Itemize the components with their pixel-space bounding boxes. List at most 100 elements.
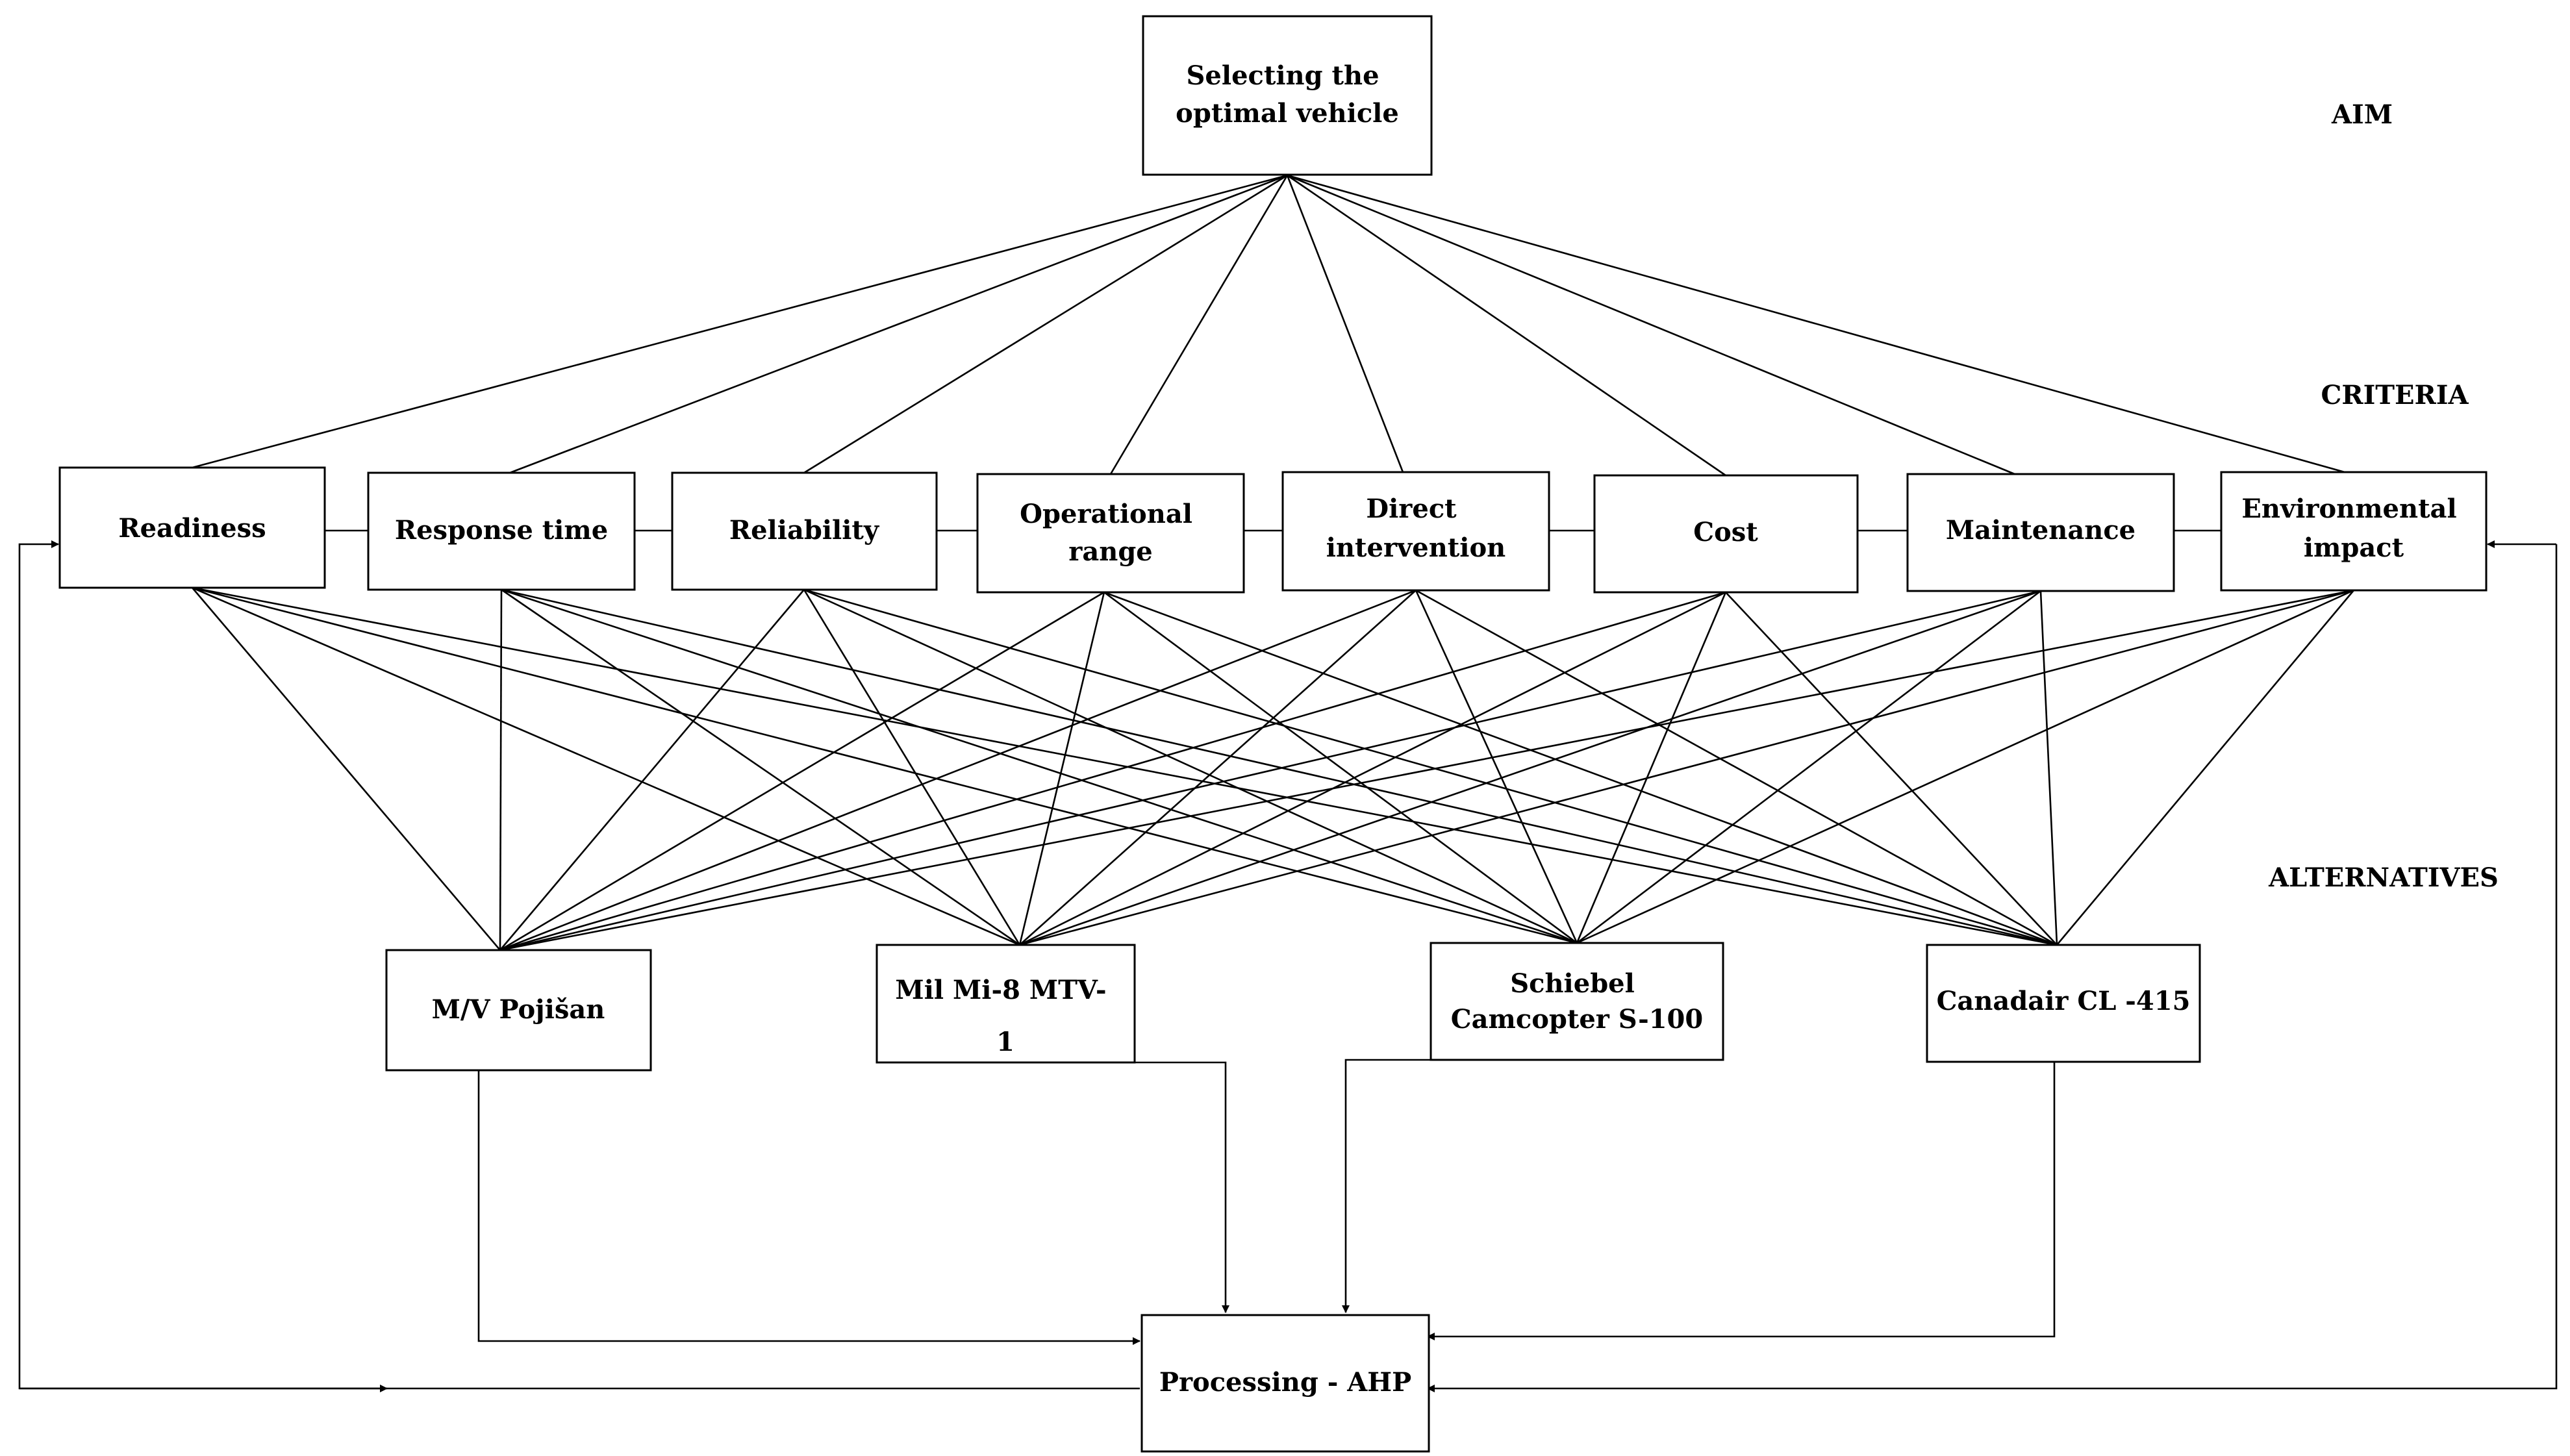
level-label-alternatives: ALTERNATIVES xyxy=(2268,862,2499,893)
criterion-4-alternative-1-line xyxy=(499,591,1105,951)
goal-criterion-line-8 xyxy=(1287,174,2345,473)
criterion-5-alternative-4-line xyxy=(1415,589,2058,946)
goal-criterion-line-5 xyxy=(1286,175,1404,473)
svg-text:Canadair CL -415: Canadair CL -415 xyxy=(1937,986,2191,1016)
alternative-label: Canadair CL -415 xyxy=(1937,986,2191,1016)
svg-text:Response time: Response time xyxy=(395,515,608,546)
criterion-direct-intervention: Direct intervention xyxy=(1281,471,1550,592)
alternative-label-line-2: Camcopter S-100 xyxy=(1451,1004,1703,1035)
criterion-2-alternative-1-line xyxy=(499,589,503,951)
svg-text:M/V Pojišan: M/V Pojišan xyxy=(432,994,605,1025)
criterion-label: Maintenance xyxy=(1946,515,2135,546)
criterion-2-alternative-3-line xyxy=(501,588,1578,944)
criterion-7-alternative-2-line xyxy=(1019,590,2041,946)
criteria-nodes: Readiness Response time Reliability Oper… xyxy=(58,466,2488,594)
criterion-3-alternative-4-line xyxy=(803,588,2058,946)
alternative-label-line-1: Mil Mi-8 MTV- xyxy=(895,975,1106,1005)
criterion-2-alternative-4-line xyxy=(501,588,2058,946)
feedback-arrow-right xyxy=(1427,544,2558,1392)
alternative-mi8: Mil Mi-8 MTV- 1 xyxy=(876,944,1136,1064)
flow-arrows xyxy=(18,540,2558,1392)
flow-arrow-camcopter xyxy=(1342,1059,1435,1313)
criterion-8-alternative-3-line xyxy=(1576,589,2354,944)
criterion-operational-range: Operational range xyxy=(976,473,1245,594)
criterion-8-alternative-4-line xyxy=(2056,590,2354,946)
goal-criterion-line-2 xyxy=(509,174,1288,474)
goal-criterion-line-1 xyxy=(192,174,1288,469)
svg-text:Direct intervention: Direct intervention xyxy=(1326,494,1505,563)
criterion-label: Readiness xyxy=(118,513,266,544)
criterion-7-alternative-3-line xyxy=(1576,590,2041,944)
criterion-8-alternative-1-line xyxy=(499,589,2354,951)
alternative-label: M/V Pojišan xyxy=(432,994,605,1025)
criterion-environmental-impact: Environmental impact xyxy=(2220,471,2488,592)
criterion-6-alternative-2-line xyxy=(1019,591,1726,946)
criterion-3-alternative-3-line xyxy=(803,588,1578,944)
criterion-3-alternative-1-line xyxy=(499,589,805,951)
goal-criterion-line-7 xyxy=(1287,174,2015,475)
alternative-canadair: Canadair CL -415 xyxy=(1926,944,2201,1063)
processing-node: Processing - AHP xyxy=(1140,1314,1430,1453)
criterion-response-time: Response time xyxy=(367,471,636,591)
criterion-7-alternative-1-line xyxy=(499,590,2041,951)
criterion-5-alternative-3-line xyxy=(1415,590,1578,944)
svg-text:Readiness: Readiness xyxy=(118,513,266,544)
goal-label-line-2: optimal vehicle xyxy=(1176,98,1399,129)
criterion-5-alternative-1-line xyxy=(499,589,1417,951)
alternative-label-line-1: Schiebel xyxy=(1510,968,1635,999)
level-label-aim: AIM xyxy=(2331,99,2393,130)
criterion-7-alternative-4-line xyxy=(2039,590,2058,946)
criterion-6-alternative-4-line xyxy=(1725,592,2058,946)
criterion-label-line-2: intervention xyxy=(1326,533,1505,563)
criterion-label-line-2: range xyxy=(1068,536,1153,567)
criterion-label-line-1: Operational xyxy=(1020,499,1192,529)
criterion-cost: Cost xyxy=(1593,474,1859,594)
goal-label-line-1: Selecting the xyxy=(1187,60,1379,91)
svg-text:Processing - AHP: Processing - AHP xyxy=(1159,1367,1411,1398)
goal-node: Selecting the optimal vehicle xyxy=(1142,15,1433,176)
criterion-1-alternative-4-line xyxy=(192,586,2058,946)
criterion-1-alternative-3-line xyxy=(192,586,1578,944)
criterion-maintenance: Maintenance xyxy=(1906,473,2175,592)
criterion-label-line-1: Direct xyxy=(1366,494,1457,524)
svg-text:Selecting the optimal ve: Selecting the optimal vehicle xyxy=(1176,60,1399,129)
criterion-3-alternative-2-line xyxy=(803,589,1021,946)
flow-arrow-pojisan xyxy=(477,1070,1140,1345)
criterion-5-alternative-2-line xyxy=(1019,590,1417,946)
criterion-label: Reliability xyxy=(729,515,880,546)
processing-label: Processing - AHP xyxy=(1159,1367,1411,1398)
svg-text:Cost: Cost xyxy=(1693,517,1758,547)
criterion-label-line-1: Environmental xyxy=(2241,494,2456,524)
flow-arrow-mi8 xyxy=(1135,1061,1229,1313)
level-label-criteria: CRITERIA xyxy=(2321,380,2469,410)
svg-text:Mil Mi-8 MTV- 1: Mil Mi-8 MTV- 1 xyxy=(895,975,1115,1057)
criterion-1-alternative-1-line xyxy=(192,587,501,951)
criterion-label-line-2: impact xyxy=(2304,533,2404,563)
flow-arrow-canadair xyxy=(1427,1062,2056,1340)
criterion-2-alternative-2-line xyxy=(501,588,1020,946)
criterion-4-alternative-3-line xyxy=(1103,591,1578,944)
feedback-arrow-left xyxy=(18,540,1140,1390)
criterion-1-alternative-2-line xyxy=(192,586,1020,946)
criterion-4-alternative-2-line xyxy=(1018,592,1105,946)
goal-to-criteria-connections xyxy=(192,174,2345,477)
criterion-reliability: Reliability xyxy=(671,471,938,591)
svg-text:Environmental impact: Environmental impact xyxy=(2241,494,2465,563)
alternative-nodes: M/V Pojišan Mil Mi-8 MTV- 1 Schiebel Cam… xyxy=(385,942,2201,1072)
criterion-label: Response time xyxy=(395,515,608,546)
criterion-8-alternative-2-line xyxy=(1019,589,2354,946)
alternative-label-line-2: 1 xyxy=(996,1027,1014,1057)
goal-criterion-line-4 xyxy=(1109,175,1289,475)
svg-text:Schiebel Camcopter S-1: Schiebel Camcopter S-100 xyxy=(1451,968,1703,1035)
goal-criterion-line-6 xyxy=(1287,174,1726,477)
criteria-to-alternatives-connections xyxy=(192,586,2354,951)
criterion-label: Cost xyxy=(1693,517,1758,547)
alternative-pojisan: M/V Pojišan xyxy=(385,949,652,1072)
criterion-4-alternative-4-line xyxy=(1103,591,2058,946)
svg-text:Operational range: Operational range xyxy=(1020,499,1202,567)
alternative-camcopter: Schiebel Camcopter S-100 xyxy=(1430,942,1724,1061)
goal-criterion-line-3 xyxy=(803,174,1288,474)
svg-text:Reliability: Reliability xyxy=(729,515,880,546)
criterion-6-alternative-1-line xyxy=(499,591,1726,951)
